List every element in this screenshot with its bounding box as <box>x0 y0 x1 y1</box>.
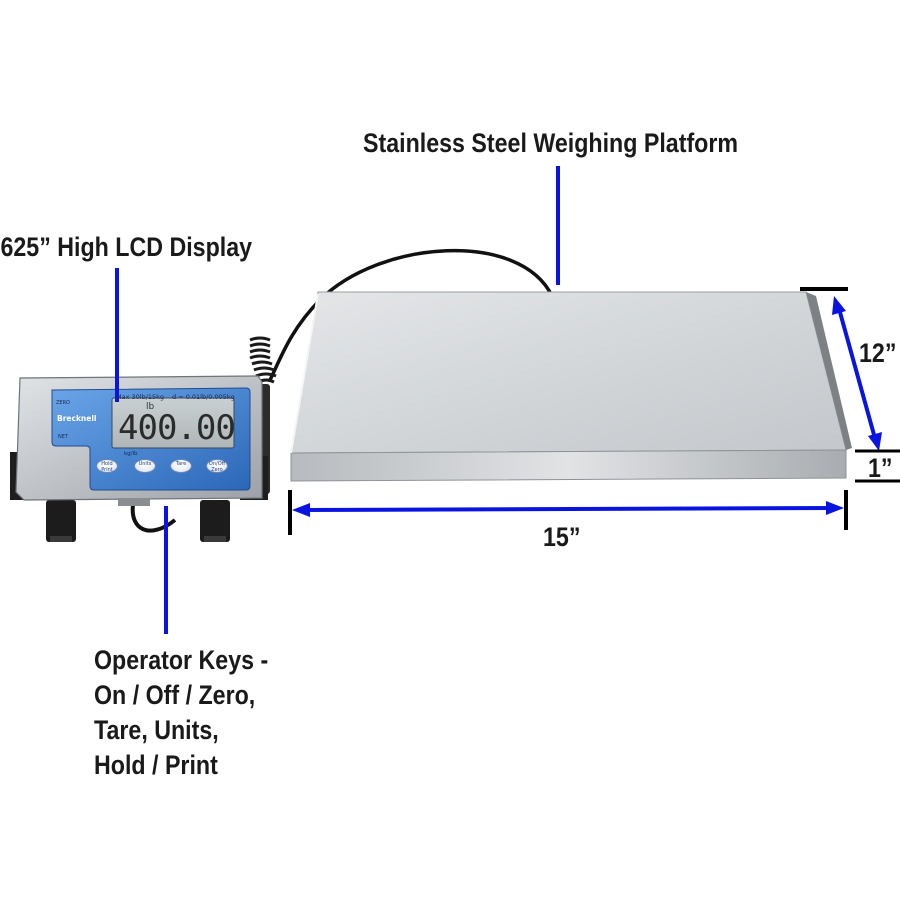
weighing-platform <box>290 291 852 482</box>
cable <box>268 249 554 381</box>
keys-callout-line-4: Hold / Print <box>94 750 218 780</box>
brand-logo: Brecknell <box>57 414 97 423</box>
depth-dimension <box>800 287 882 451</box>
kg-lb-caption: kg/lb <box>124 451 138 457</box>
capacity-text: Max 30lb/15kg <box>116 393 165 401</box>
division-text: d = 0.01lb/0.005kg <box>172 393 235 401</box>
platform-side <box>806 292 852 450</box>
hold-print-button[interactable]: Hold Print <box>96 459 118 473</box>
height-label: 1” <box>868 453 893 483</box>
keys-callout-line-2: On / Off / Zero, <box>94 680 256 710</box>
depth-label: 12” <box>859 338 897 368</box>
lcd-window <box>111 397 235 449</box>
coiled-cable <box>249 336 277 384</box>
zero-indicator: ZERO <box>56 400 70 406</box>
lcd-unit: lb <box>146 402 155 412</box>
keys-callout-line-1: Operator Keys - <box>94 645 269 675</box>
units-button[interactable]: Units <box>134 459 156 473</box>
tare-button[interactable]: Tare <box>170 459 192 473</box>
on-off-zero-button[interactable]: On/Off Zero <box>206 459 228 473</box>
width-label: 15” <box>543 522 581 552</box>
platform-callout: Stainless Steel Weighing Platform <box>363 128 739 158</box>
cable-lower <box>130 504 177 533</box>
width-dimension <box>288 490 848 535</box>
lcd-reading: 400.00 <box>118 408 236 448</box>
height-dimension <box>855 449 900 483</box>
lcd-callout: .625” High LCD Display <box>0 232 253 262</box>
keys-callout-line-3: Tare, Units, <box>94 715 219 745</box>
operator-keys-callout: Operator Keys - On / Off / Zero, Tare, U… <box>94 643 268 783</box>
platform-front <box>290 449 847 482</box>
platform-top <box>290 291 847 454</box>
net-indicator: NET <box>58 434 68 440</box>
